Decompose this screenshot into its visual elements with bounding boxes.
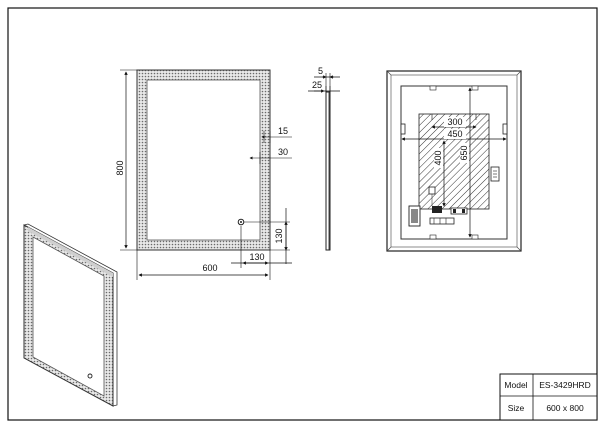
margin-outer-dimension: 15 [278,126,288,136]
depth-dimension: 25 [312,80,322,90]
margin-inner-dimension: 30 [278,147,288,157]
width-dimension: 600 [202,263,217,273]
mirror-glass [146,79,261,241]
switch-horizontal-offset: 130 [249,252,264,262]
bracket-inner-height: 400 [433,150,443,165]
iso-touch-switch-icon [87,373,93,379]
model-label: Model [504,380,527,390]
front-view: 800 600 15 30 130 130 [115,69,292,280]
sensor-icon [428,186,436,195]
connector-icon [429,217,455,225]
switch-vertical-offset: 130 [274,228,284,243]
driver-module-icon [432,206,442,213]
model-value: ES-3429HRD [539,380,591,390]
rear-view: 300 450 400 650 [386,70,522,252]
title-block: Model ES-3429HRD Size 600 x 800 [499,373,598,421]
iso-mirror-glass [32,236,105,397]
size-label: Size [508,403,525,413]
side-view: 5 25 [308,66,340,251]
thickness-dimension: 5 [318,66,323,76]
bracket-outer-width: 450 [447,129,462,139]
bracket-inner-width: 300 [447,117,462,127]
sheet-border [7,7,598,421]
wall-hook-left-icon [400,123,406,135]
height-dimension: 800 [115,160,125,175]
wall-hook-right-icon [502,123,508,135]
bracket-outer-height: 650 [459,145,469,160]
isometric-view [23,223,118,407]
size-value: 600 x 800 [546,403,584,413]
terminal-block-icon [450,207,468,215]
